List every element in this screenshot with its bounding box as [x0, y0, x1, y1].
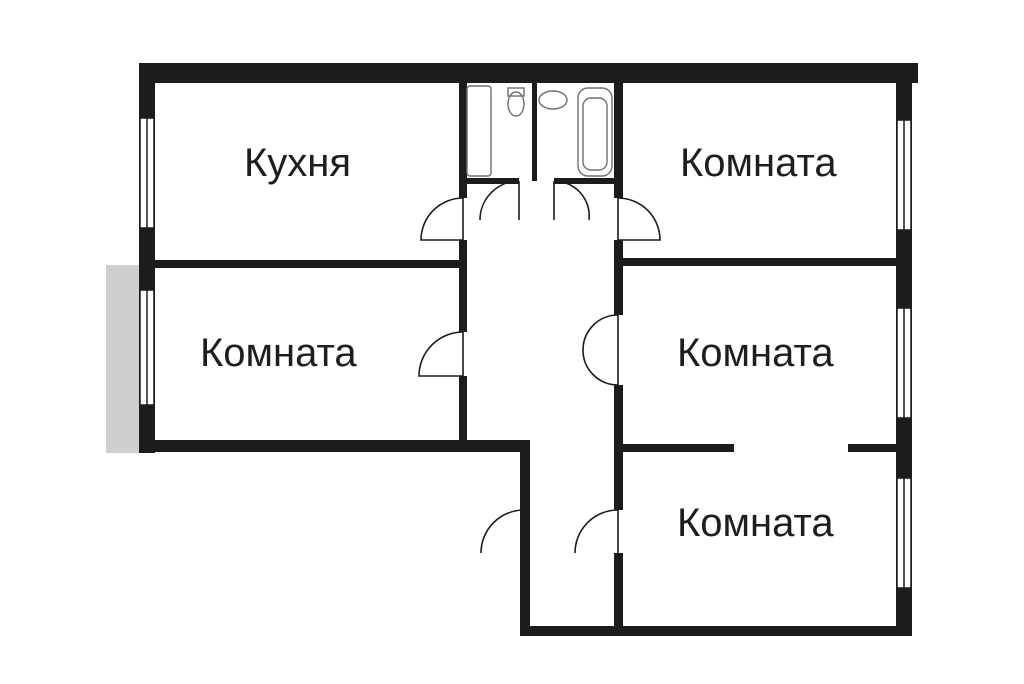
room-label-bottom-right: Комната	[677, 501, 834, 545]
sink	[538, 90, 568, 110]
room-label-mid-right: Комната	[677, 331, 834, 375]
bath-fixtures	[466, 85, 613, 177]
room-label-top-right: Комната	[680, 141, 837, 185]
bathtub	[577, 87, 613, 177]
balcony	[106, 265, 140, 453]
room-label-kitchen: Кухня	[244, 141, 352, 185]
room-label-mid-left: Комната	[200, 331, 357, 375]
toilet	[507, 91, 525, 117]
windows	[139, 117, 912, 589]
door-swings	[418, 180, 661, 554]
shower-tray	[466, 85, 492, 177]
